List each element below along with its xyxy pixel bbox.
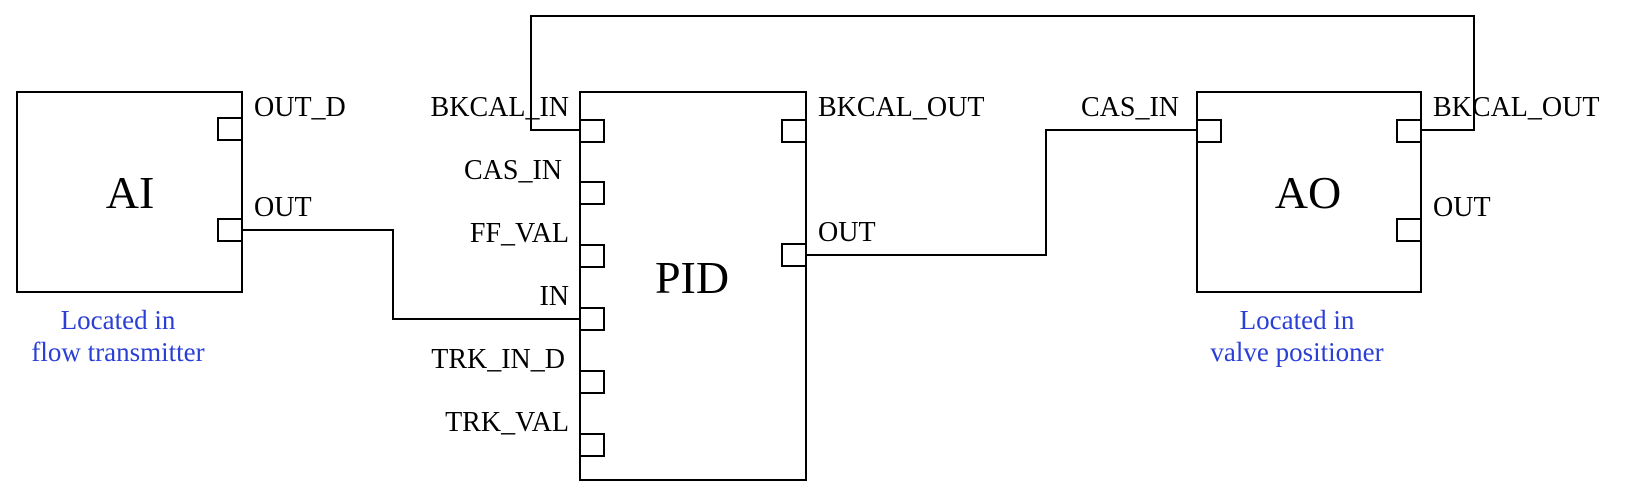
pid-in-port[interactable] bbox=[579, 307, 605, 331]
pid-block-body[interactable] bbox=[579, 91, 807, 481]
ai-out-d-label: OUT_D bbox=[254, 92, 346, 123]
pid-in-label: IN bbox=[539, 281, 569, 312]
wire-pid-out-to-ao-cas-in bbox=[806, 129, 1197, 256]
ao-out-label: OUT bbox=[1433, 192, 1491, 223]
ao-location-note-line-2: valve positioner bbox=[1210, 337, 1383, 367]
pid-block-title: PID bbox=[655, 252, 729, 303]
ai-location-note-line-2: flow transmitter bbox=[31, 337, 204, 367]
pid-trk-in-d-port[interactable] bbox=[579, 370, 605, 394]
ao-cas-in-label: CAS_IN bbox=[1081, 92, 1179, 123]
ao-block-title: AO bbox=[1275, 167, 1341, 218]
wire-ai-out-to-pid-in bbox=[242, 229, 580, 320]
pid-bkcal-out-port[interactable] bbox=[781, 119, 807, 143]
ao-cas-in-port[interactable] bbox=[1196, 119, 1222, 143]
ai-out-d-port[interactable] bbox=[217, 117, 243, 141]
pid-cas-in-port[interactable] bbox=[579, 181, 605, 205]
pid-ff-val-label: FF_VAL bbox=[470, 218, 569, 249]
ai-out-port[interactable] bbox=[217, 218, 243, 242]
ao-location-note-line-1: Located in bbox=[1240, 305, 1355, 335]
ai-location-note-line-1: Located in bbox=[61, 305, 176, 335]
ao-bkcal-out-port[interactable] bbox=[1396, 119, 1422, 143]
ao-out-port[interactable] bbox=[1396, 218, 1422, 242]
ai-out-label: OUT bbox=[254, 192, 312, 223]
pid-ff-val-port[interactable] bbox=[579, 244, 605, 268]
ao-bkcal-out-label: BKCAL_OUT bbox=[1433, 92, 1599, 123]
pid-bkcal-in-label: BKCAL_IN bbox=[431, 92, 569, 123]
pid-trk-in-d-label: TRK_IN_D bbox=[431, 344, 565, 375]
ai-block-body[interactable] bbox=[16, 91, 243, 293]
pid-bkcal-in-port[interactable] bbox=[579, 119, 605, 143]
wire-ao-bkcal-out-to-pid-bkcal-in bbox=[530, 15, 1475, 131]
ai-block[interactable]: AI OUT_D OUT Located in flow transmitter bbox=[16, 91, 346, 367]
pid-trk-val-port[interactable] bbox=[579, 433, 605, 457]
pid-block[interactable]: PID BKCAL_IN CAS_IN FF_VAL IN TRK_IN_D T… bbox=[431, 91, 985, 481]
ao-block-body[interactable] bbox=[1196, 91, 1422, 293]
ao-block[interactable]: AO CAS_IN BKCAL_OUT OUT Located in valve… bbox=[1081, 91, 1599, 367]
pid-out-port[interactable] bbox=[781, 243, 807, 267]
pid-out-label: OUT bbox=[818, 217, 876, 248]
pid-bkcal-out-label: BKCAL_OUT bbox=[818, 92, 984, 123]
pid-trk-val-label: TRK_VAL bbox=[445, 407, 569, 438]
pid-cas-in-label: CAS_IN bbox=[464, 155, 562, 186]
ai-block-title: AI bbox=[106, 167, 155, 218]
